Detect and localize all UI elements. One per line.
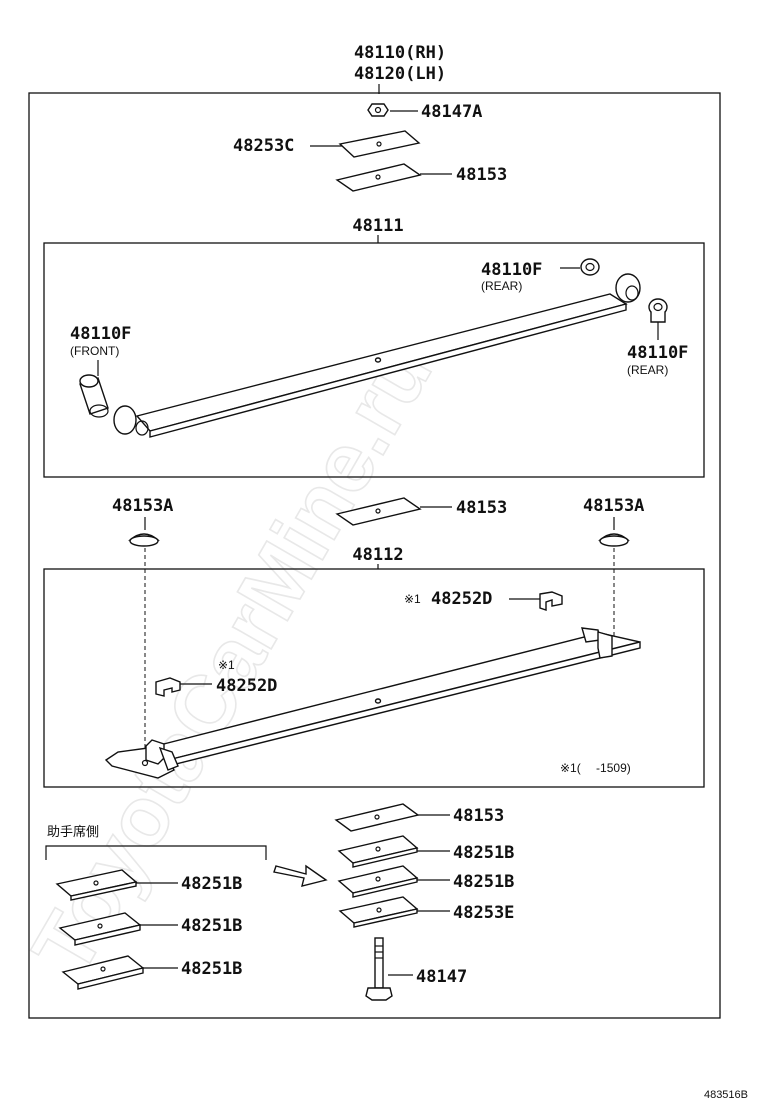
- pad-48153-center[interactable]: [335, 497, 452, 526]
- bushing-rear-bottom[interactable]: [648, 298, 668, 340]
- stack-plate-e-label[interactable]: 48253E: [453, 903, 514, 923]
- plate-48253e-stack[interactable]: [338, 896, 450, 928]
- clip-48252d-left[interactable]: [155, 677, 212, 697]
- stack-spacer-2-label[interactable]: 48251B: [453, 872, 514, 892]
- center-bolt-label[interactable]: 48147: [416, 967, 467, 987]
- bushing-rear-top-label[interactable]: 48110F: [481, 260, 542, 280]
- spacer-48251b-left-1[interactable]: [55, 869, 178, 901]
- clip-left-label[interactable]: 48252D: [216, 676, 277, 696]
- assembly-rh-label[interactable]: 48110(RH): [354, 43, 446, 63]
- bushing-front-note: (FRONT): [70, 344, 119, 358]
- clip-right-mark: ※1: [404, 592, 421, 606]
- spacer-48251b-stack-1[interactable]: [337, 835, 450, 868]
- plate-48253c[interactable]: [310, 130, 421, 158]
- stack-spacer-1-label[interactable]: 48251B: [453, 843, 514, 863]
- leaf-spring-no1[interactable]: [113, 273, 641, 438]
- arrow-icon: [273, 864, 328, 887]
- spacer-48251b-left-2[interactable]: [58, 912, 178, 946]
- pad-48153a-left[interactable]: [128, 517, 160, 547]
- bushing-front-label[interactable]: 48110F: [70, 324, 131, 344]
- stack-pad-label[interactable]: 48153: [453, 806, 504, 826]
- leaf-no2-label[interactable]: 48112: [352, 545, 403, 565]
- leaf-no1-box: [43, 242, 705, 478]
- spacer-48251b-left-3[interactable]: [61, 955, 178, 990]
- nut-label[interactable]: 48147A: [421, 102, 482, 122]
- pad-center-label[interactable]: 48153: [456, 498, 507, 518]
- plate-c-label[interactable]: 48253C: [233, 136, 294, 156]
- pad-right-label[interactable]: 48153A: [583, 496, 644, 516]
- bushing-rear-bottom-label[interactable]: 48110F: [627, 343, 688, 363]
- pad-top-label[interactable]: 48153: [456, 165, 507, 185]
- leaf-no1-label[interactable]: 48111: [352, 216, 403, 236]
- left-spacer-2-label[interactable]: 48251B: [181, 916, 242, 936]
- pad-left-label[interactable]: 48153A: [112, 496, 173, 516]
- bushing-rear-bottom-note: (REAR): [627, 363, 668, 377]
- passenger-side-label: 助手席側: [47, 824, 99, 840]
- diagram-code: 483516B: [704, 1089, 748, 1101]
- bushing-front[interactable]: [79, 360, 109, 418]
- leaf-no2-box: [43, 568, 705, 788]
- pad-48153a-right[interactable]: [598, 517, 630, 547]
- bushing-rear-top[interactable]: [560, 258, 600, 276]
- clip-48252d-right[interactable]: [509, 591, 563, 611]
- clip-left-mark: ※1: [218, 658, 235, 672]
- pad-48153-stack[interactable]: [334, 803, 450, 832]
- clip-right-label[interactable]: 48252D: [431, 589, 492, 609]
- center-bolt-48147[interactable]: [365, 937, 413, 1001]
- left-spacer-1-label[interactable]: 48251B: [181, 874, 242, 894]
- bushing-rear-top-note: (REAR): [481, 279, 522, 293]
- leaf-spring-no2[interactable]: [104, 627, 641, 779]
- footnote: ※1( -1509): [560, 761, 631, 775]
- pad-48153-top[interactable]: [335, 163, 452, 192]
- left-spacer-3-label[interactable]: 48251B: [181, 959, 242, 979]
- nut-48147a[interactable]: [367, 103, 418, 117]
- spacer-48251b-stack-2[interactable]: [337, 865, 450, 898]
- assembly-lh-label[interactable]: 48120(LH): [354, 64, 446, 84]
- passenger-side-bracket: [45, 845, 267, 860]
- outer-frame: [28, 92, 721, 1019]
